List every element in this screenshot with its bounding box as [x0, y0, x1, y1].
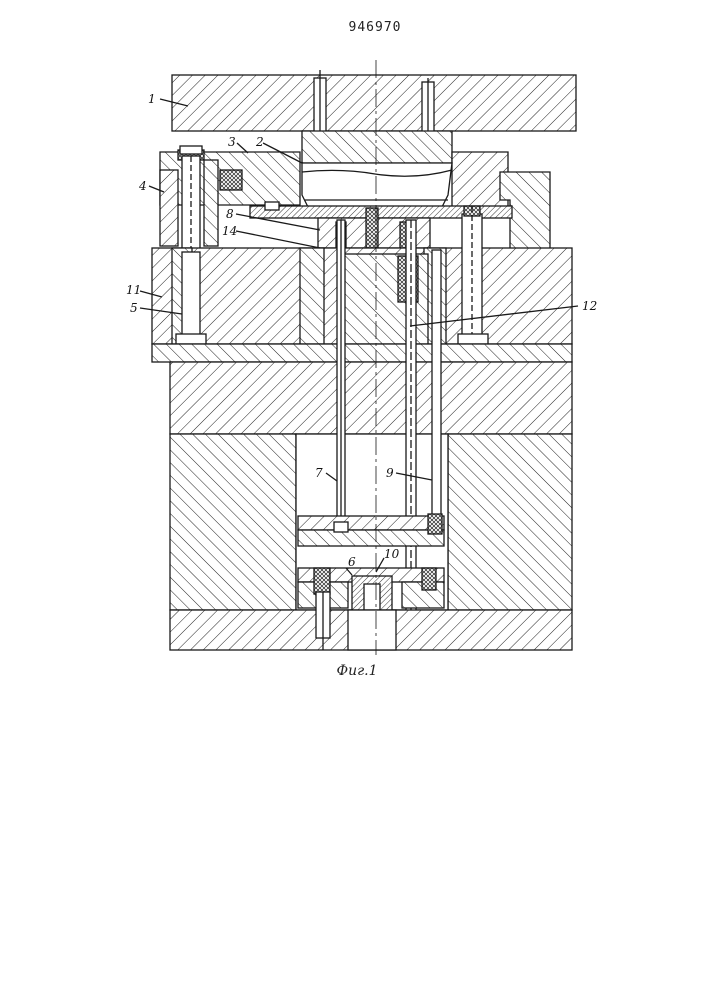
lower-plate: [170, 362, 572, 434]
punch-holder: [302, 131, 452, 163]
ejector-plate-upper: [298, 516, 444, 530]
label-8: 8: [226, 207, 234, 221]
label-2: 2: [255, 135, 264, 149]
return-pin: [432, 250, 441, 520]
thin-plate: [152, 344, 572, 362]
label-14: 14: [222, 224, 237, 238]
guide-pin-head: [180, 146, 202, 154]
label-1: 1: [148, 92, 156, 106]
left-column-block: [160, 170, 178, 246]
upper-plate: [172, 75, 576, 131]
label-9: 9: [386, 466, 394, 480]
label-11: 11: [126, 283, 141, 297]
label-12: 12: [582, 299, 597, 313]
label-3: 3: [228, 135, 236, 149]
label-5: 5: [130, 301, 138, 315]
housing-left: [170, 434, 296, 610]
housing-right: [448, 434, 572, 610]
label-7: 7: [315, 466, 323, 480]
label-6: 6: [348, 555, 356, 569]
label-10: 10: [384, 547, 400, 561]
figure-caption: Фиг.1: [322, 663, 392, 679]
label-4: 4: [138, 179, 147, 193]
